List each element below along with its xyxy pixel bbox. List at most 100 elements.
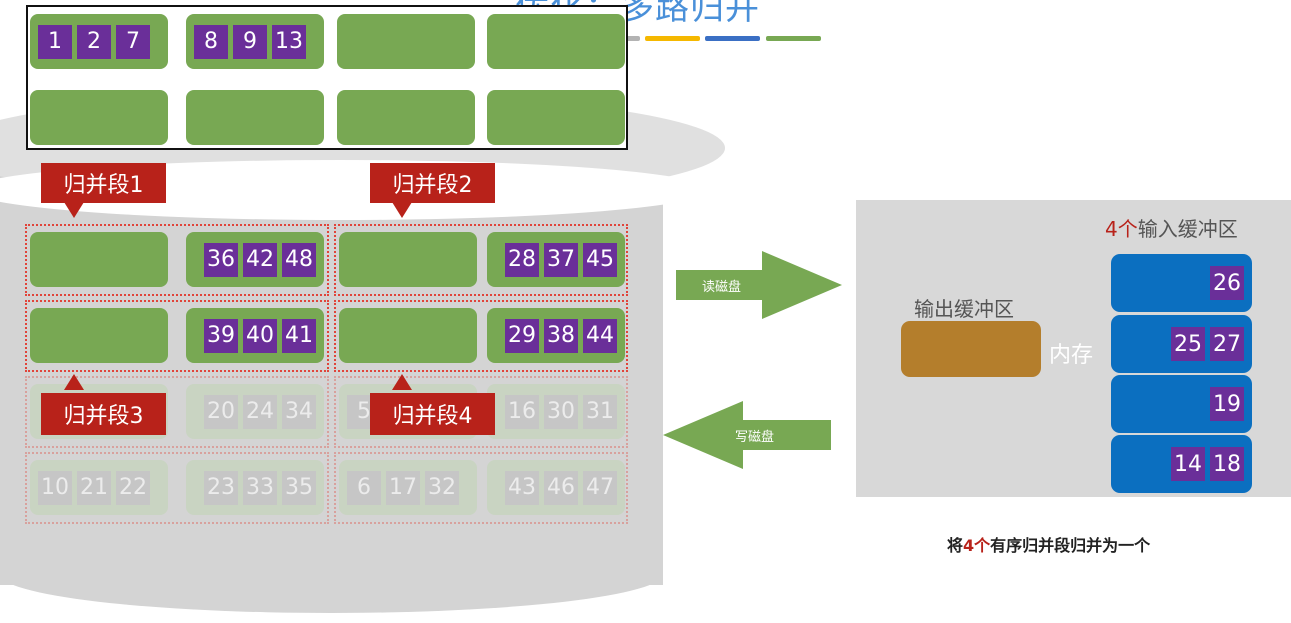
record-number: 40 [243,318,277,353]
disk-block-faded: 43 46 47 [487,460,625,515]
disk-block [339,232,477,287]
legend-bar-blue [705,36,760,41]
disk-block: 28 37 45 [487,232,625,287]
record-number: 24 [243,394,277,429]
record-number: 43 [505,470,539,505]
record-number: 45 [583,242,617,277]
disk-block [337,90,475,145]
read-disk-label: 读磁盘 [702,280,742,295]
record-number: 23 [204,470,238,505]
input-buffer: 14 18 [1111,435,1252,493]
record-number: 30 [544,394,578,429]
record-number: 22 [116,470,150,505]
disk-block: 29 38 44 [487,308,625,363]
record-number: 18 [1210,447,1244,481]
segment-1-frame [25,224,329,296]
disk-bottom [0,535,663,613]
record-number: 6 [347,470,381,505]
record-number: 21 [77,470,111,505]
record-number: 31 [583,394,617,429]
segment-2-frame [334,224,628,296]
record-number: 48 [282,242,316,277]
segment-3-frame-faded [25,376,329,448]
segment-3-tag: 归并段3 [41,393,166,435]
segment-4-tag: 归并段4 [370,393,495,435]
segment-4-pointer [392,374,412,390]
record-number: 26 [1210,266,1244,300]
record-number: 9 [233,24,267,59]
disk-block [487,90,625,145]
record-number: 29 [505,318,539,353]
legend-bar-yellow [645,36,700,41]
disk-block [337,14,475,69]
disk-block: 1 2 7 [30,14,168,69]
input-buffer-title-text: 输入缓冲区 [1137,217,1238,241]
input-buffer: 19 [1111,375,1252,433]
segment-3-frame [25,300,329,372]
segment-2-pointer [392,202,412,218]
disk-block [30,90,168,145]
segment-4-frame-faded [334,452,628,524]
disk-block [30,308,168,363]
record-number: 47 [583,470,617,505]
record-number: 10 [38,470,72,505]
disk-block-faded: 20 24 34 [186,384,324,439]
merge-note-pre: 将 [947,536,964,555]
record-number: 38 [544,318,578,353]
record-number: 34 [282,394,316,429]
disk-block [30,232,168,287]
record-number: 28 [505,242,539,277]
record-number: 39 [204,318,238,353]
record-number: 14 [1171,447,1205,481]
merge-note-post: 有序归并段归并为一个 [990,536,1151,555]
record-number: 2 [77,24,111,59]
segment-1-pointer [64,202,84,218]
segment-1-tag: 归并段1 [41,163,166,203]
disk-block-faded: 10 21 22 [30,460,168,515]
record-number: 27 [1210,327,1244,361]
merge-note-count: 4个 [963,536,991,555]
record-number: 44 [583,318,617,353]
legend-bar-green [766,36,821,41]
record-number: 41 [282,318,316,353]
input-buffer: 25 27 [1111,315,1252,373]
disk-block [487,14,625,69]
record-number: 1 [38,24,72,59]
record-number: 13 [272,24,306,59]
record-number: 16 [505,394,539,429]
segment-2-tag: 归并段2 [370,163,495,203]
disk-block: 8 9 13 [186,14,324,69]
disk-block: 39 40 41 [186,308,324,363]
input-buffer-title: 4个输入缓冲区 [1105,213,1238,242]
input-buffer: 26 [1111,254,1252,312]
record-number: 20 [204,394,238,429]
record-number: 7 [116,24,150,59]
output-buffer [901,321,1041,377]
segment-3-frame-faded [25,452,329,524]
write-disk-label: 写磁盘 [735,430,775,445]
segment-3-pointer [64,374,84,390]
record-number: 46 [544,470,578,505]
record-number: 35 [282,470,316,505]
record-number: 17 [386,470,420,505]
disk-block [339,308,477,363]
disk-block: 36 42 48 [186,232,324,287]
write-arrow [663,401,831,469]
record-number: 36 [204,242,238,277]
output-buffer-label: 输出缓冲区 [914,297,1014,321]
record-number: 33 [243,470,277,505]
record-number: 19 [1210,387,1244,421]
disk-block-faded: 23 33 35 [186,460,324,515]
merge-note: 将4个有序归并段归并为一个 [947,532,1150,556]
read-arrow [676,251,842,319]
segment-4-frame-faded [334,376,628,448]
record-number: 8 [194,24,228,59]
memory-label: 内存 [1049,343,1094,368]
record-number: 37 [544,242,578,277]
segment-4-frame [334,300,628,372]
disk-block-faded: 16 30 31 [487,384,625,439]
record-number: 25 [1171,327,1205,361]
record-number: 42 [243,242,277,277]
disk-block-faded: 6 17 32 [339,460,477,515]
disk-block [186,90,324,145]
